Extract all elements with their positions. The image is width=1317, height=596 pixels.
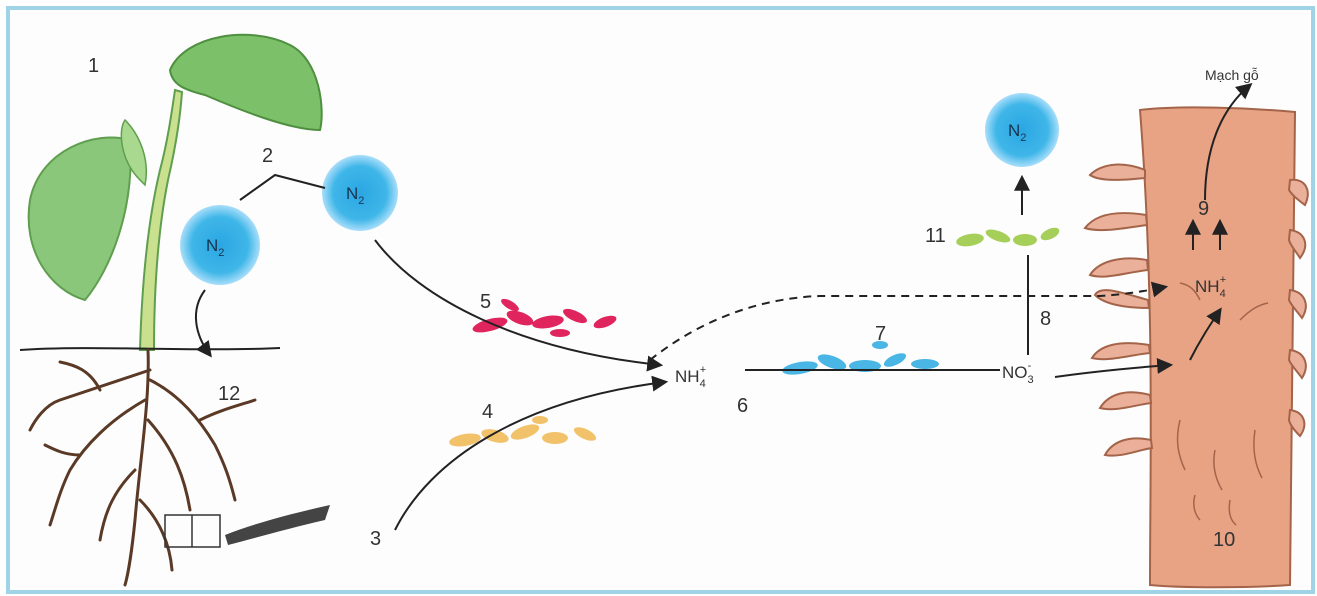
plant (19, 33, 330, 587)
n2-molecule-left: N2 (180, 205, 260, 285)
bacteria-green-icon (956, 227, 1060, 247)
label-4: 4 (482, 401, 493, 423)
bacteria-blue-icon (782, 341, 939, 375)
label-11: 11 (925, 225, 946, 247)
soil-line (19, 347, 281, 351)
plant-leaf-small (120, 118, 147, 187)
label-12: 12 (218, 383, 240, 405)
bacteria-yellow-icon (449, 416, 597, 447)
nitrate-label: NO3- (1002, 360, 1034, 386)
n2-molecule-center: N2 (322, 155, 398, 231)
label-3: 3 (370, 528, 381, 550)
label-9: 9 (1198, 198, 1209, 220)
root-section (1083, 106, 1309, 589)
n2-molecule-top: N2 (985, 93, 1059, 167)
ammonium-label: NH4+ (675, 364, 706, 390)
nodule-bacteria-icon (225, 505, 330, 545)
svg-text:N2: N2 (1008, 121, 1026, 144)
label-2: 2 (262, 145, 273, 167)
plant-leaf-left (27, 136, 132, 302)
label-5: 5 (480, 291, 491, 313)
svg-text:N2: N2 (346, 184, 364, 207)
plant-stem (138, 88, 184, 351)
arrows (194, 82, 1253, 531)
label-8: 8 (1040, 308, 1051, 330)
bacteria-red-icon (472, 298, 617, 337)
xylem-label: Mạch gỗ (1205, 67, 1259, 83)
label-6: 6 (737, 395, 748, 417)
plant-leaf-top (168, 33, 323, 132)
ammonium-root-label: NH4+ (1195, 274, 1226, 300)
label-7: 7 (875, 323, 886, 345)
label-10: 10 (1213, 529, 1235, 551)
svg-text:N2: N2 (206, 236, 224, 259)
plant-roots (28, 348, 257, 587)
label-1: 1 (88, 55, 99, 77)
